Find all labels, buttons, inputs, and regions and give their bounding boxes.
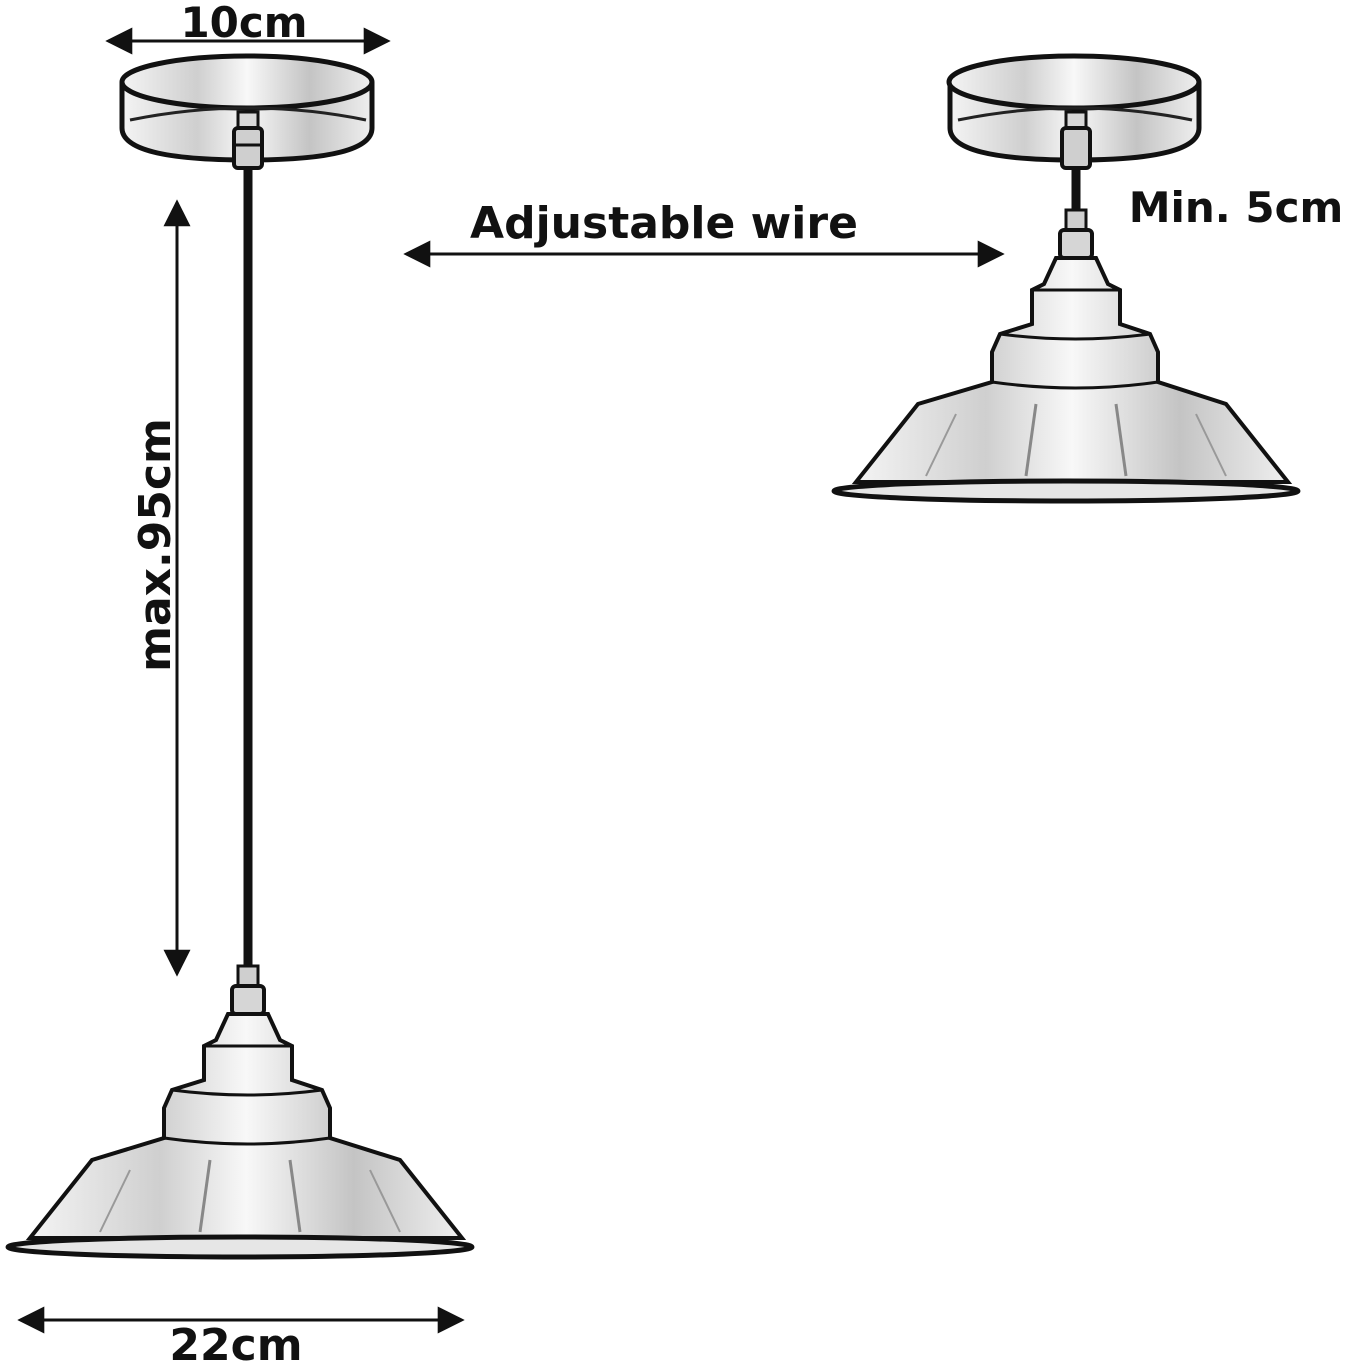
lamp-shade-right [831, 256, 1301, 504]
pendant-shortened [831, 53, 1301, 504]
adjustable-wire-label: Adjustable wire [470, 198, 858, 249]
shade-width-label: 22cm [169, 1320, 302, 1366]
cord-grip-top-right [1060, 110, 1092, 170]
max-length-label: max.95cm [130, 418, 181, 672]
lamp-shade-left [5, 1012, 475, 1260]
cord-grip-top-left [232, 110, 264, 170]
pendant-extended [5, 53, 475, 1260]
lamp-holder-left [230, 964, 266, 1016]
canopy-width-label: 10cm [180, 0, 307, 47]
min-length-label: Min. 5cm [1129, 183, 1344, 232]
lamp-holder-right [1058, 208, 1094, 260]
